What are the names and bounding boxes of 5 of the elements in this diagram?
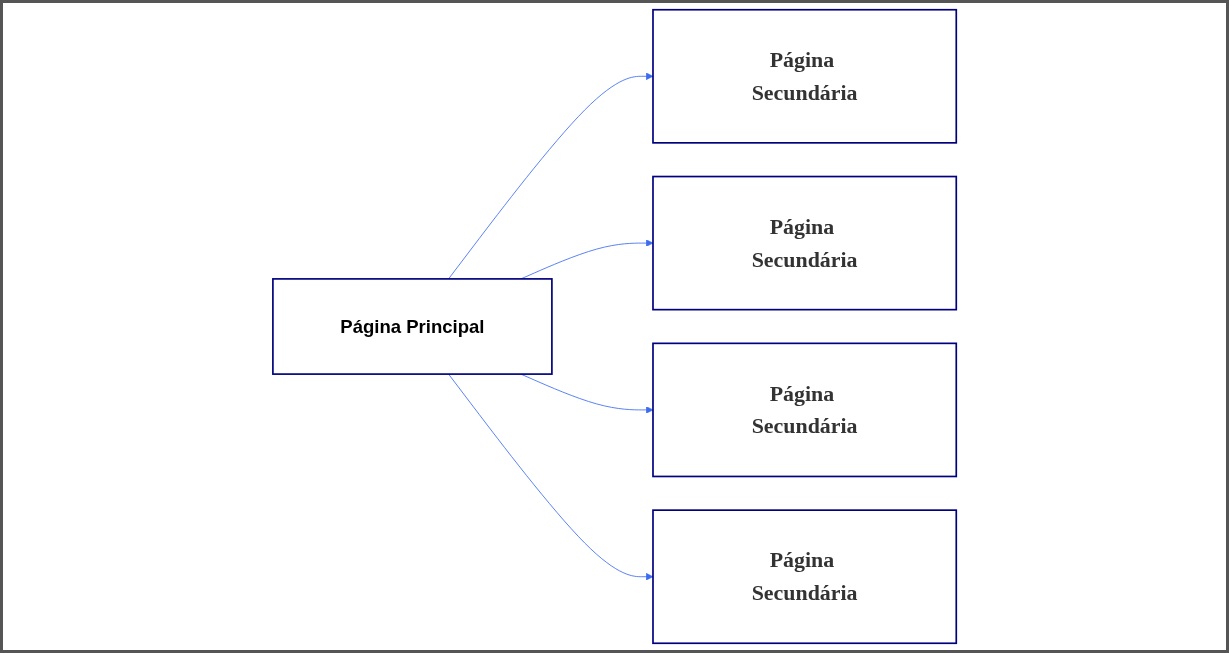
node-box: Página Secundária [652, 509, 957, 645]
node-box: Página Principal [271, 278, 553, 375]
node-box: Página Secundária [652, 175, 957, 311]
node-box: Página Secundária [652, 342, 957, 478]
node-box: Página Secundária [652, 8, 957, 144]
